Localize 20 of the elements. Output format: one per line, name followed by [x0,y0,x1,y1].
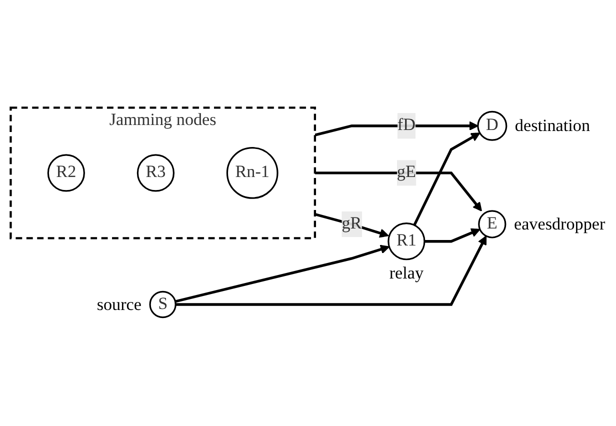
edge-label: fD [397,116,416,135]
node-circle: E [478,210,506,239]
arrow [174,245,390,304]
node-circle: D [477,111,508,142]
arrow [314,172,482,212]
node-caption: source [96,295,142,314]
node-circle: Rn-1 [226,147,278,200]
node-caption: eavesdropper [514,215,606,234]
node-circle: R3 [136,154,175,192]
node-circle: R2 [47,154,85,192]
edge-label: gR [342,215,362,234]
arrow [314,122,478,137]
node-circle: R1 [388,223,426,261]
node-caption: destination [514,116,590,136]
node-caption: relay [389,264,424,284]
node-circle: S [149,291,176,319]
arrow [176,236,487,306]
edge-label: gE [396,164,416,182]
arrow [413,133,480,226]
arrow [424,228,480,244]
